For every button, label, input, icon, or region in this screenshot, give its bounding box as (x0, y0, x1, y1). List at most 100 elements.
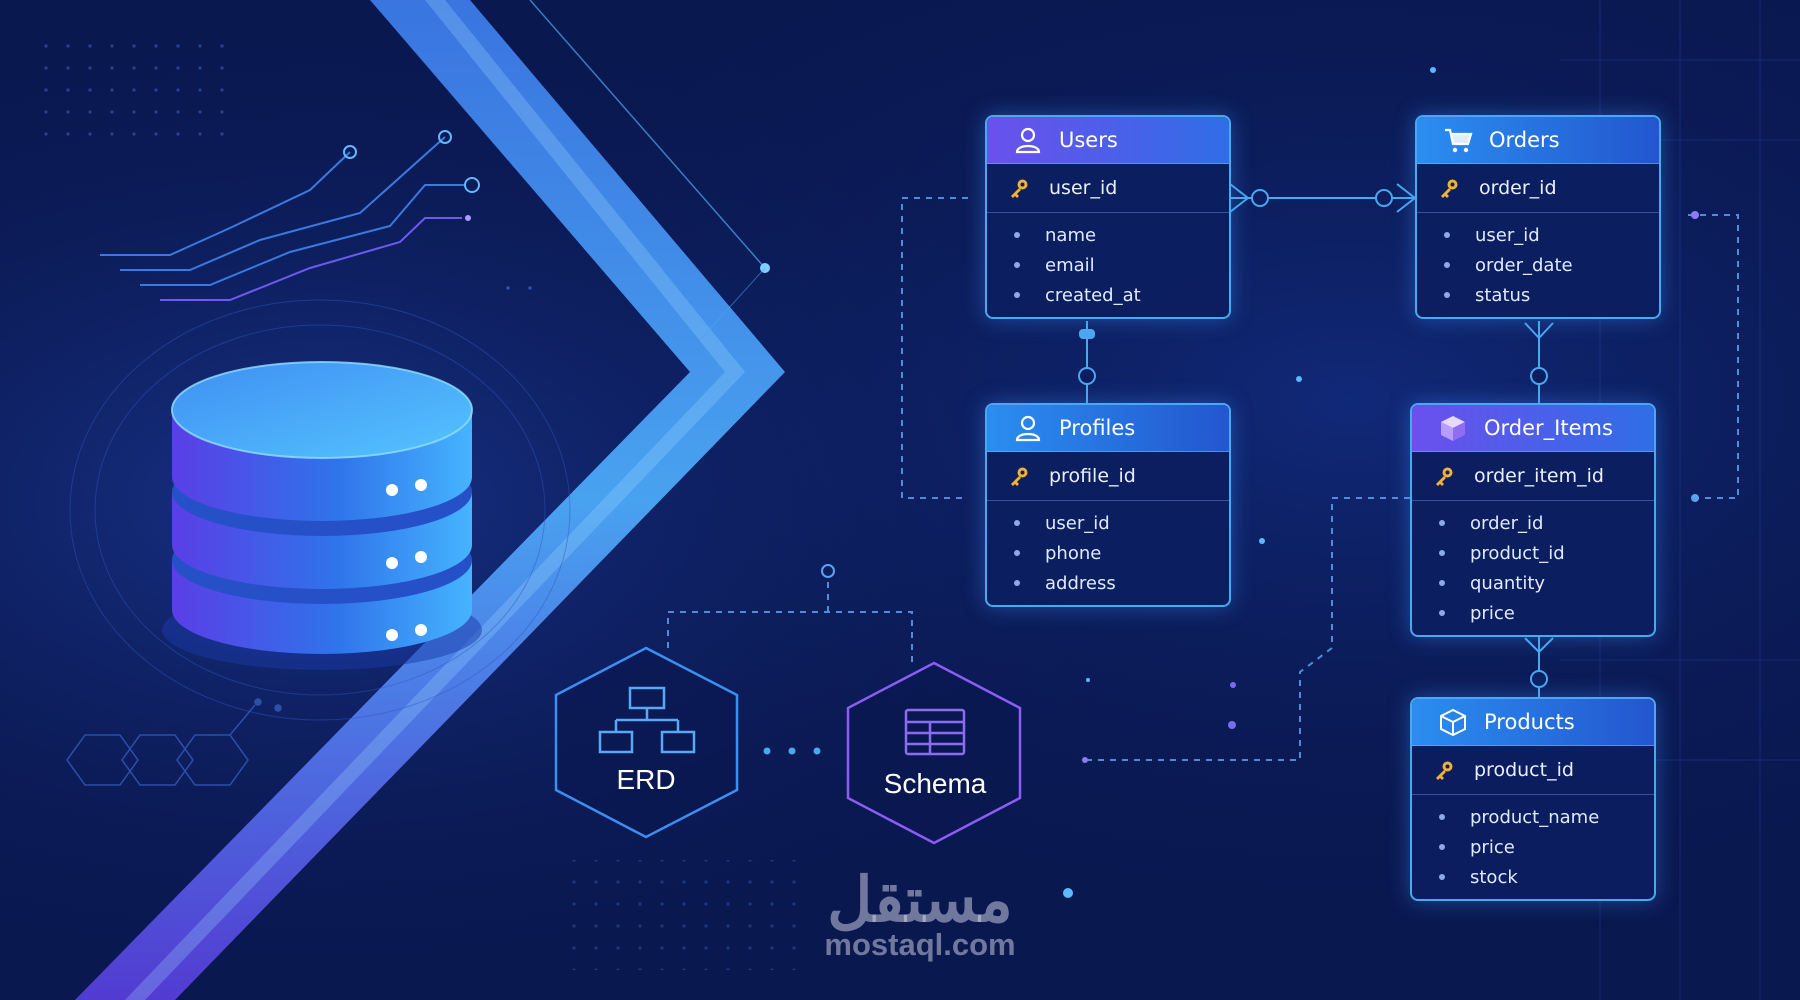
key-icon (1007, 176, 1031, 200)
entity-header: Users (987, 117, 1229, 164)
entity-products[interactable]: Products product_id product_name price s… (1410, 697, 1656, 901)
primary-key-label: product_id (1474, 759, 1574, 781)
field-label: quantity (1470, 572, 1546, 594)
field-row[interactable]: name (987, 220, 1229, 250)
field-row[interactable]: quantity (1412, 568, 1654, 598)
field-label: email (1045, 254, 1095, 276)
cart-icon (1443, 125, 1473, 155)
sparkles (1063, 67, 1436, 898)
field-row[interactable]: product_name (1412, 802, 1654, 832)
box-outline-icon (1438, 707, 1468, 737)
primary-key-row[interactable]: order_item_id (1412, 452, 1654, 501)
field-label: phone (1045, 542, 1102, 564)
bullet (1014, 232, 1020, 238)
bullet (1439, 610, 1445, 616)
primary-key-row[interactable]: order_id (1417, 164, 1659, 213)
field-label: status (1475, 284, 1531, 306)
field-row[interactable]: user_id (987, 508, 1229, 538)
entity-title: Products (1484, 710, 1575, 734)
entity-title: Profiles (1059, 416, 1136, 440)
field-list: user_id order_date status (1417, 213, 1659, 317)
bullet (1439, 874, 1445, 880)
bullet (1014, 262, 1020, 268)
primary-key-label: profile_id (1049, 465, 1136, 487)
bullet (1439, 550, 1445, 556)
entity-title: Users (1059, 128, 1118, 152)
bullet (1439, 520, 1445, 526)
entity-header: Orders (1417, 117, 1659, 164)
entity-title: Order_Items (1484, 416, 1613, 440)
field-row[interactable]: order_date (1417, 250, 1659, 280)
user-icon (1013, 125, 1043, 155)
box-icon (1438, 413, 1468, 443)
entity-header: Profiles (987, 405, 1229, 452)
relationship-lines (1078, 183, 1554, 700)
dot-grid-top-left (40, 30, 240, 150)
hex-link-dots (763, 747, 821, 755)
dot-grid-small (490, 285, 546, 307)
field-row[interactable]: created_at (987, 280, 1229, 310)
entity-users[interactable]: Users user_id name email created_at (985, 115, 1231, 319)
schema-label: Schema (883, 768, 987, 799)
bullet (1439, 844, 1445, 850)
field-row[interactable]: price (1412, 598, 1654, 628)
primary-key-row[interactable]: profile_id (987, 452, 1229, 501)
primary-key-label: user_id (1049, 177, 1118, 199)
field-label: product_id (1470, 542, 1565, 564)
erd-hexagon (554, 646, 739, 839)
table-icon (904, 708, 966, 756)
glow-rings (69, 299, 571, 721)
field-row[interactable]: order_id (1412, 508, 1654, 538)
field-label: price (1470, 602, 1515, 624)
user-icon (1013, 413, 1043, 443)
field-label: user_id (1475, 224, 1540, 246)
bullet (1444, 292, 1450, 298)
primary-key-label: order_item_id (1474, 465, 1604, 487)
key-icon (1007, 464, 1031, 488)
watermark: مستقل mostaql.com (770, 870, 1070, 962)
field-label: price (1470, 836, 1515, 858)
primary-key-row[interactable]: product_id (1412, 746, 1654, 795)
entity-title: Orders (1489, 128, 1560, 152)
field-list: name email created_at (987, 213, 1229, 317)
dot-grid-bottom (560, 860, 800, 970)
primary-key-row[interactable]: user_id (987, 164, 1229, 213)
bullet (1439, 814, 1445, 820)
honeycomb (66, 698, 282, 786)
bullet (1444, 262, 1450, 268)
chevron-band (75, 0, 785, 1000)
key-icon (1432, 464, 1456, 488)
erd-label: ERD (616, 764, 676, 795)
field-row[interactable]: price (1412, 832, 1654, 862)
field-label: stock (1470, 866, 1518, 888)
bullet (1014, 292, 1020, 298)
field-label: order_id (1470, 512, 1544, 534)
entity-header: Products (1412, 699, 1654, 746)
field-row[interactable]: stock (1412, 862, 1654, 892)
key-icon (1432, 758, 1456, 782)
field-row[interactable]: product_id (1412, 538, 1654, 568)
field-label: address (1045, 572, 1116, 594)
field-label: created_at (1045, 284, 1141, 306)
field-list: product_name price stock (1412, 795, 1654, 899)
field-list: user_id phone address (987, 501, 1229, 605)
bullet (1439, 580, 1445, 586)
entity-header: Order_Items (1412, 405, 1654, 452)
bullet (1014, 580, 1020, 586)
field-label: user_id (1045, 512, 1110, 534)
field-row[interactable]: status (1417, 280, 1659, 310)
entity-orders[interactable]: Orders order_id user_id order_date statu… (1415, 115, 1661, 319)
field-row[interactable]: phone (987, 538, 1229, 568)
hierarchy-icon (598, 686, 696, 754)
field-row[interactable]: address (987, 568, 1229, 598)
entity-profiles[interactable]: Profiles profile_id user_id phone addres… (985, 403, 1231, 607)
watermark-arabic: مستقل (827, 866, 1013, 935)
bullet (1014, 550, 1020, 556)
field-row[interactable]: user_id (1417, 220, 1659, 250)
field-row[interactable]: email (987, 250, 1229, 280)
entity-order-items[interactable]: Order_Items order_item_id order_id produ… (1410, 403, 1656, 637)
bullet (1444, 232, 1450, 238)
dashed-connectors (667, 197, 1739, 761)
primary-key-label: order_id (1479, 177, 1557, 199)
field-list: order_id product_id quantity price (1412, 501, 1654, 635)
